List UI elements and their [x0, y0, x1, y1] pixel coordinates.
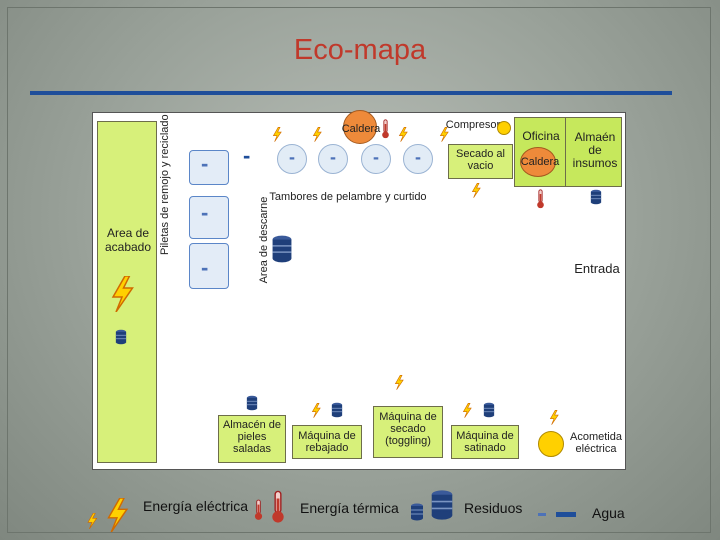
oficina-label: Oficina	[522, 129, 560, 143]
legend-residuos: Residuos	[464, 500, 523, 516]
water-dash-icon: -	[201, 255, 209, 280]
waste-barrel-icon	[115, 328, 127, 346]
pila-3	[189, 243, 229, 289]
water-dash-icon	[556, 512, 576, 517]
caldera-top	[343, 110, 377, 144]
electric-bolt-icon	[311, 127, 323, 142]
acometida-circle	[538, 431, 564, 457]
waste-barrel-icon	[271, 233, 293, 265]
waste-barrel-icon	[331, 401, 343, 419]
compresor-label: Compresor	[445, 119, 501, 131]
legend-energia-electrica: Energía eléctrica	[143, 498, 249, 514]
thermometer-icon	[536, 189, 545, 209]
water-dash-icon	[538, 513, 546, 516]
water-dash-icon: -	[201, 151, 209, 176]
compresor-circle	[497, 121, 511, 135]
secado-vacio-label: Secado al vacio	[456, 148, 505, 172]
pila-2	[189, 196, 229, 239]
electric-bolt-icon	[397, 127, 409, 142]
almacen-pieles-label: Almacén de pieles saladas	[222, 419, 282, 455]
waste-barrel-icon	[483, 401, 495, 419]
waste-barrel-icon	[590, 188, 602, 206]
eco-map: Area de acabado Piletas de remojo y reci…	[92, 110, 626, 470]
almacen-pieles-box	[218, 415, 286, 463]
maquina-satinado-label: Máquina de satinado	[456, 430, 514, 454]
maquina-rebajado-label: Máquina de rebajado	[298, 430, 356, 454]
electric-bolt-icon	[271, 127, 283, 142]
maquina-secado-label: Máquina de secado (toggling)	[379, 411, 437, 447]
electric-bolt-icon	[470, 183, 482, 198]
pilas-label: Piletas de remojo y reciclado	[159, 114, 171, 255]
electric-bolt-icon	[393, 375, 405, 390]
entrada-label: Entrada	[574, 261, 620, 276]
tambor-4: -	[403, 144, 433, 174]
water-dash-icon: -	[243, 143, 251, 168]
waste-barrel-icon	[410, 502, 424, 522]
area-acabado	[97, 121, 157, 463]
area-acabado-label: Area de acabado	[104, 226, 152, 254]
electric-bolt-icon	[101, 498, 133, 532]
almacen-insumos-label: Almaén de insumos	[572, 130, 618, 170]
caldera-top-label: Caldera	[341, 123, 381, 135]
pila-1	[189, 150, 229, 185]
tambores-label: Tambores de pelambre y curtido	[269, 191, 427, 203]
caldera-office	[520, 147, 556, 177]
legend-energia-termica: Energía térmica	[300, 500, 399, 516]
waste-barrel-icon	[246, 394, 258, 412]
slide-title: Eco-mapa	[293, 34, 427, 66]
caldera-office-label: Caldera	[520, 156, 560, 168]
water-dash-icon: -	[201, 200, 209, 225]
tambor-2: -	[318, 144, 348, 174]
maquina-rebajado-box	[292, 425, 362, 459]
tambor-3: -	[361, 144, 391, 174]
tambor-1: -	[277, 144, 307, 174]
electric-bolt-icon	[85, 513, 99, 529]
maquina-satinado-box	[451, 425, 519, 459]
title-rule	[30, 91, 672, 95]
thermometer-icon	[381, 119, 390, 139]
slide-frame	[7, 7, 711, 533]
electric-bolt-icon	[461, 403, 473, 418]
thermometer-icon	[254, 499, 263, 521]
electric-bolt-icon	[107, 276, 137, 312]
thermometer-icon	[270, 490, 286, 524]
legend-agua: Agua	[592, 505, 625, 521]
electric-bolt-icon	[548, 410, 560, 425]
electric-bolt-icon	[310, 403, 322, 418]
secado-vacio-box	[448, 144, 513, 179]
oficina-divider	[565, 117, 566, 187]
waste-barrel-icon	[430, 488, 454, 522]
acometida-label: Acometida eléctrica	[570, 431, 622, 455]
maquina-secado-box	[373, 406, 443, 458]
